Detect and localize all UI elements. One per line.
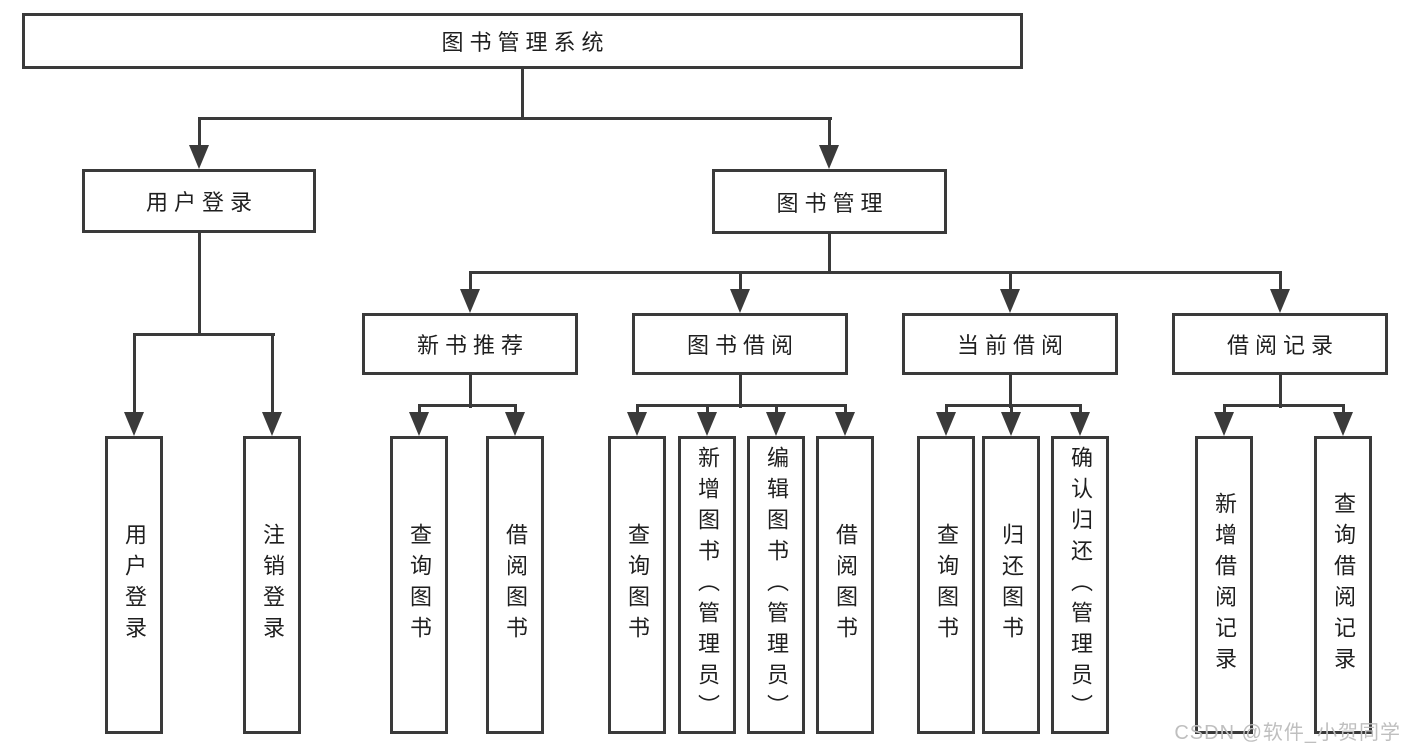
leaf-add-book-admin: 新增图书（管理员） — [678, 436, 736, 734]
leaf-add-borrow-record: 新增借阅记录 — [1195, 436, 1253, 734]
node-current-borrowing: 当前借阅 — [902, 313, 1118, 375]
connector-book-borrowing-rail — [636, 404, 847, 407]
connector-drop-leaf — [1010, 404, 1013, 416]
node-label: 查询图书 — [407, 523, 432, 647]
connector-new-book-stem — [469, 373, 472, 408]
connector-drop-book-management — [828, 117, 831, 148]
arrow-down-icon — [1333, 412, 1353, 436]
node-label: 图书管理 — [776, 190, 889, 216]
node-label: 新增图书（管理员） — [695, 445, 720, 725]
connector-current-borrowing-rail — [945, 404, 1082, 407]
connector-drop-leaf — [271, 333, 274, 415]
connector-drop-branch — [739, 271, 742, 293]
node-label: 查询借阅记录 — [1331, 492, 1356, 678]
leaf-logout: 注销登录 — [243, 436, 301, 734]
arrow-down-icon — [189, 145, 209, 169]
arrow-down-icon — [1000, 289, 1020, 313]
node-book-management: 图书管理 — [712, 169, 947, 234]
connector-drop-leaf — [844, 404, 847, 416]
arrow-down-icon — [835, 412, 855, 436]
connector-book-management-rail — [469, 271, 1282, 274]
arrow-down-icon — [627, 412, 647, 436]
leaf-query-books: 查询图书 — [390, 436, 448, 734]
node-label: 编辑图书（管理员） — [764, 445, 789, 725]
arrow-down-icon — [819, 145, 839, 169]
connector-drop-branch — [469, 271, 472, 293]
arrow-down-icon — [124, 412, 144, 436]
leaf-confirm-return-admin: 确认归还（管理员） — [1051, 436, 1109, 734]
arrow-down-icon — [936, 412, 956, 436]
connector-drop-user-login — [198, 117, 201, 148]
node-label: 用户登录 — [145, 190, 258, 215]
node-borrowing-records: 借阅记录 — [1172, 313, 1388, 375]
leaf-query-borrow-record: 查询借阅记录 — [1314, 436, 1372, 734]
node-label: 用户登录 — [122, 523, 147, 647]
connector-drop-leaf — [133, 333, 136, 415]
node-label: 注销登录 — [260, 523, 285, 647]
connector-drop-leaf — [1223, 404, 1226, 416]
connector-drop-leaf — [418, 404, 421, 416]
connector-drop-leaf — [1342, 404, 1345, 416]
node-label: 新增借阅记录 — [1212, 492, 1237, 678]
connector-drop-leaf — [706, 404, 709, 416]
arrow-down-icon — [766, 412, 786, 436]
node-label: 查询图书 — [934, 523, 959, 647]
leaf-query-books: 查询图书 — [608, 436, 666, 734]
connector-user-login-rail — [133, 333, 275, 336]
connector-drop-leaf — [775, 404, 778, 416]
node-label: 借阅记录 — [1226, 333, 1339, 358]
node-label: 确认归还（管理员） — [1068, 445, 1093, 725]
node-label: 当前借阅 — [956, 333, 1069, 358]
arrow-down-icon — [730, 289, 750, 313]
node-new-book-recommend: 新书推荐 — [362, 313, 578, 375]
arrow-down-icon — [409, 412, 429, 436]
arrow-down-icon — [1214, 412, 1234, 436]
node-label: 归还图书 — [999, 523, 1024, 647]
node-label: 借阅图书 — [503, 523, 528, 647]
arrow-down-icon — [460, 289, 480, 313]
connector-drop-leaf — [945, 404, 948, 416]
node-label: 新书推荐 — [416, 333, 529, 358]
arrow-down-icon — [1001, 412, 1021, 436]
connector-book-management-stem — [828, 231, 831, 274]
leaf-edit-book-admin: 编辑图书（管理员） — [747, 436, 805, 734]
connector-borrowing-records-rail — [1223, 404, 1345, 407]
node-label: 图书借阅 — [686, 333, 799, 358]
connector-root-stem — [521, 66, 524, 120]
leaf-user-login: 用户登录 — [105, 436, 163, 734]
node-system-root: 图书管理系统 — [22, 13, 1023, 69]
arrow-down-icon — [1070, 412, 1090, 436]
node-book-borrowing: 图书借阅 — [632, 313, 848, 375]
connector-drop-leaf — [636, 404, 639, 416]
arrow-down-icon — [505, 412, 525, 436]
connector-current-borrowing-stem — [1009, 373, 1012, 408]
node-label: 图书管理系统 — [441, 30, 610, 55]
connector-drop-branch — [1279, 271, 1282, 293]
leaf-return-books: 归还图书 — [982, 436, 1040, 734]
arrow-down-icon — [262, 412, 282, 436]
connector-drop-branch — [1009, 271, 1012, 293]
connector-new-book-rail — [418, 404, 517, 407]
arrow-down-icon — [1270, 289, 1290, 313]
connector-drop-leaf — [514, 404, 517, 416]
leaf-query-books: 查询图书 — [917, 436, 975, 734]
connector-root-rail — [198, 117, 832, 120]
watermark-text: CSDN @软件_小贺同学 — [1174, 722, 1401, 744]
node-label: 查询图书 — [625, 523, 650, 647]
node-user-login: 用户登录 — [82, 169, 316, 233]
leaf-borrow-books: 借阅图书 — [486, 436, 544, 734]
connector-user-login-stem — [198, 230, 201, 336]
node-label: 借阅图书 — [833, 523, 858, 647]
arrow-down-icon — [697, 412, 717, 436]
connector-drop-leaf — [1079, 404, 1082, 416]
leaf-borrow-books: 借阅图书 — [816, 436, 874, 734]
connector-borrowing-records-stem — [1279, 373, 1282, 408]
connector-book-borrowing-stem — [739, 373, 742, 408]
